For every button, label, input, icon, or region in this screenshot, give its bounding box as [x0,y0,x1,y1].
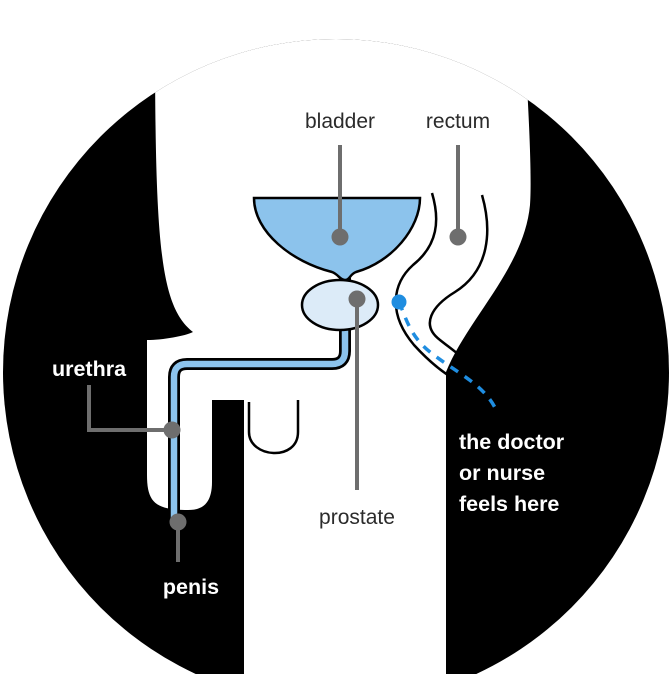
rectum-pointer-dot [450,229,467,246]
prostate-pointer-dot [349,291,366,308]
penis-label: penis [163,575,219,599]
prostate-label: prostate [319,506,395,529]
exam-label-line1: the doctor [459,430,565,454]
penis-pointer-dot [170,514,187,531]
exam-point [392,295,407,310]
exam-label-line3: feels here [459,492,559,516]
urethra-label: urethra [52,357,127,381]
urethra-pointer-dot [164,422,181,439]
exam-label-line2: or nurse [459,461,545,485]
prostate-gland [302,280,378,330]
bladder-pointer-dot [332,229,349,246]
rectum-label: rectum [426,110,490,133]
bladder-label: bladder [305,110,375,133]
